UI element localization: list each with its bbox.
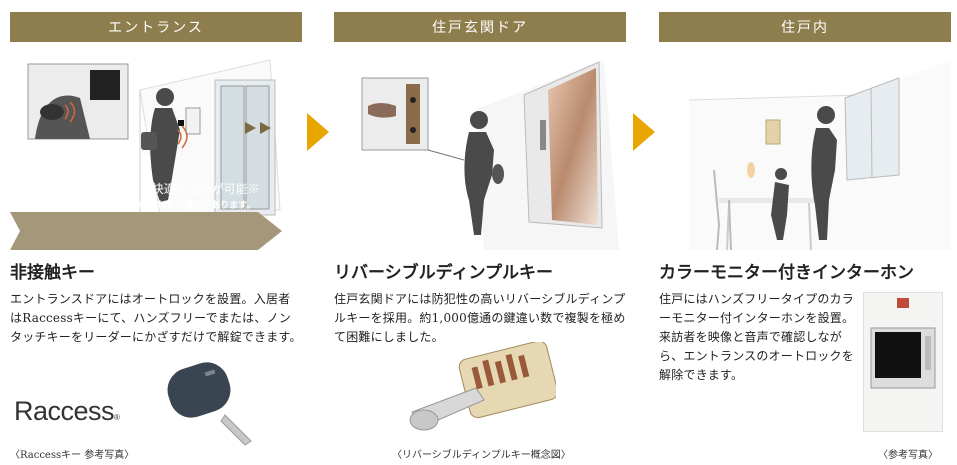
interior-illustration bbox=[688, 60, 951, 250]
raccess-logo: Raccess® bbox=[14, 396, 120, 426]
panel-entrance: エントランス ハンズフリーモードで快適な通行が可能※ ※状況によりスムーズに解錠… bbox=[10, 12, 302, 462]
banner-note: ※状況によりスムーズに解錠されない場合があります。 bbox=[32, 201, 256, 211]
dimple-key-caption: 〈リバーシブルディンプルキー概念図〉 bbox=[392, 450, 571, 461]
panel-header: エントランス bbox=[10, 12, 302, 42]
raccess-key-image bbox=[167, 362, 252, 446]
panel-interior: 住戸内 カラーモニター付きインターホン 住戸にはハンズフリータイプのカラーモニタ… bbox=[659, 12, 951, 462]
door-illustration bbox=[361, 60, 619, 250]
next-arrow-icon bbox=[307, 113, 329, 151]
panel-description: 住戸にはハンズフリータイプのカラーモニター付インターホンを設置。来訪者を映像と音… bbox=[659, 292, 855, 382]
panel-description: 住戸玄関ドアには防犯性の高いリバーシブルディンプルキーを採用。約1,000億通の… bbox=[334, 292, 626, 344]
panel-title: リバーシブルディンプルキー bbox=[334, 263, 553, 283]
entrance-illustration bbox=[10, 59, 282, 250]
intercom-caption: 〈参考写真〉 bbox=[878, 450, 938, 461]
panel-header: 住戸内 bbox=[659, 12, 951, 42]
dimple-key-diagram bbox=[409, 342, 556, 431]
panel-title: カラーモニター付きインターホン bbox=[659, 263, 914, 283]
hands-free-banner: ハンズフリーモードで快適な通行が可能※ bbox=[32, 182, 260, 196]
key-photo-caption: 〈Raccessキー 参考写真〉 bbox=[10, 450, 135, 461]
panel-title: 非接触キー bbox=[10, 263, 95, 283]
panel-header: 住戸玄関ドア bbox=[334, 12, 626, 42]
intercom-photo bbox=[863, 292, 943, 432]
next-arrow-icon bbox=[633, 113, 655, 151]
panel-description: エントランスドアにはオートロックを設置。入居者はRaccessキーにて、ハンズフ… bbox=[10, 292, 302, 344]
panel-door: 住戸玄関ドア リバーシブルディンプルキー 住戸玄関ドアには防犯性の高いリバーシブ… bbox=[334, 12, 626, 462]
